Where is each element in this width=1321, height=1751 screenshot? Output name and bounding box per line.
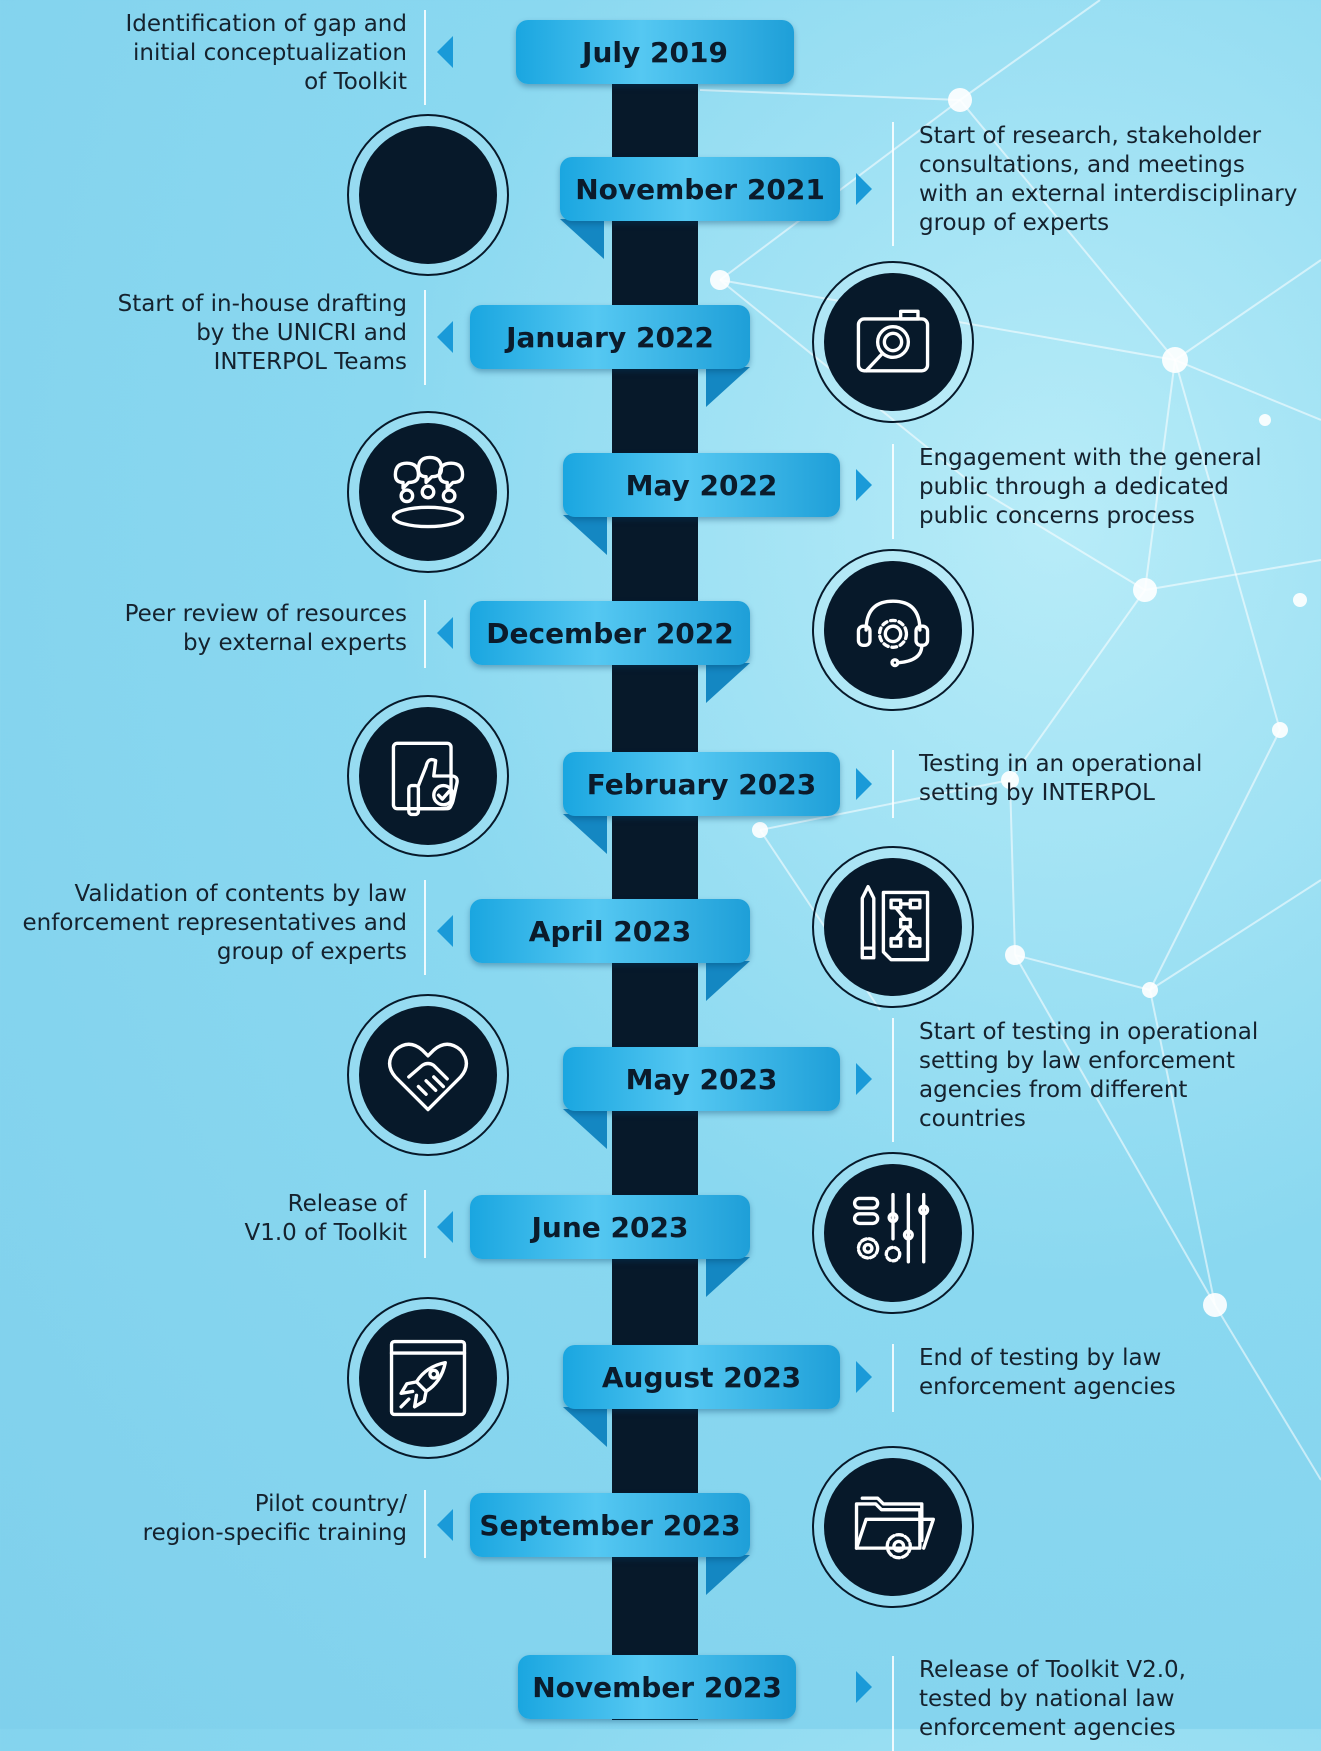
timeline-date-tab: June 2023 xyxy=(470,1195,750,1259)
timeline-date-tab: May 2022 xyxy=(563,453,840,517)
icon-ring xyxy=(347,1297,509,1459)
icon-ring xyxy=(812,846,974,1008)
camera-search-icon xyxy=(824,273,962,411)
description-divider xyxy=(424,1190,426,1258)
icon-ring xyxy=(347,114,509,276)
tab-fold xyxy=(563,1109,607,1149)
tab-fold xyxy=(563,814,607,854)
pointer-right-icon xyxy=(856,1671,872,1703)
pointer-left-icon xyxy=(437,36,453,68)
pencil-flowchart-icon xyxy=(824,858,962,996)
tab-fold xyxy=(563,1407,607,1447)
pointer-right-icon xyxy=(856,768,872,800)
timeline-description: Release of Toolkit V2.0,tested by nation… xyxy=(919,1657,1186,1741)
description-divider xyxy=(892,1344,894,1412)
description-divider xyxy=(424,880,426,975)
timeline-date-tab: December 2022 xyxy=(470,601,750,665)
pointer-right-icon xyxy=(856,469,872,501)
timeline-date-tab: September 2023 xyxy=(470,1493,750,1557)
pointer-left-icon xyxy=(437,915,453,947)
icon-ring xyxy=(812,261,974,423)
pointer-left-icon xyxy=(437,1509,453,1541)
tab-fold xyxy=(706,663,750,703)
icon-ring xyxy=(347,695,509,857)
description-divider xyxy=(424,600,426,668)
pointer-left-icon xyxy=(437,1211,453,1243)
timeline-date-tab: November 2023 xyxy=(518,1655,796,1719)
timeline-date-tab: January 2022 xyxy=(470,305,750,369)
headset-gear-icon xyxy=(824,561,962,699)
pointer-right-icon xyxy=(856,173,872,205)
tab-fold xyxy=(560,219,604,259)
meeting-table-icon xyxy=(359,423,497,561)
timeline-date-tab: July 2019 xyxy=(516,20,794,84)
timeline-description: Pilot country/region-specific training xyxy=(142,1491,407,1546)
tab-fold xyxy=(706,1257,750,1297)
icon-ring xyxy=(812,549,974,711)
icon-ring xyxy=(347,411,509,573)
description-divider xyxy=(892,1018,894,1142)
pointer-left-icon xyxy=(437,321,453,353)
icon-ring xyxy=(812,1152,974,1314)
toolkit-icon xyxy=(359,126,497,264)
timeline-date-tab: February 2023 xyxy=(563,752,840,816)
pointer-right-icon xyxy=(856,1063,872,1095)
description-divider xyxy=(892,444,894,539)
tab-fold xyxy=(706,961,750,1001)
description-divider xyxy=(892,750,894,818)
tab-fold xyxy=(706,367,750,407)
icon-ring xyxy=(347,994,509,1156)
description-divider xyxy=(892,122,894,246)
description-divider xyxy=(424,290,426,385)
settings-sliders-icon xyxy=(824,1164,962,1302)
tab-fold xyxy=(706,1555,750,1595)
timeline-date-tab: November 2021 xyxy=(560,157,840,221)
heart-handshake-icon xyxy=(359,1006,497,1144)
description-divider xyxy=(424,1490,426,1558)
timeline-date-tab: May 2023 xyxy=(563,1047,840,1111)
description-divider xyxy=(892,1656,894,1751)
timeline-date-tab: August 2023 xyxy=(563,1345,840,1409)
pointer-left-icon xyxy=(437,617,453,649)
folder-gear-icon xyxy=(824,1458,962,1596)
description-divider xyxy=(424,10,426,105)
icon-ring xyxy=(812,1446,974,1608)
tab-fold xyxy=(563,515,607,555)
timeline-date-tab: April 2023 xyxy=(470,899,750,963)
thumbs-up-check-icon xyxy=(359,707,497,845)
browser-rocket-icon xyxy=(359,1309,497,1447)
pointer-right-icon xyxy=(856,1361,872,1393)
